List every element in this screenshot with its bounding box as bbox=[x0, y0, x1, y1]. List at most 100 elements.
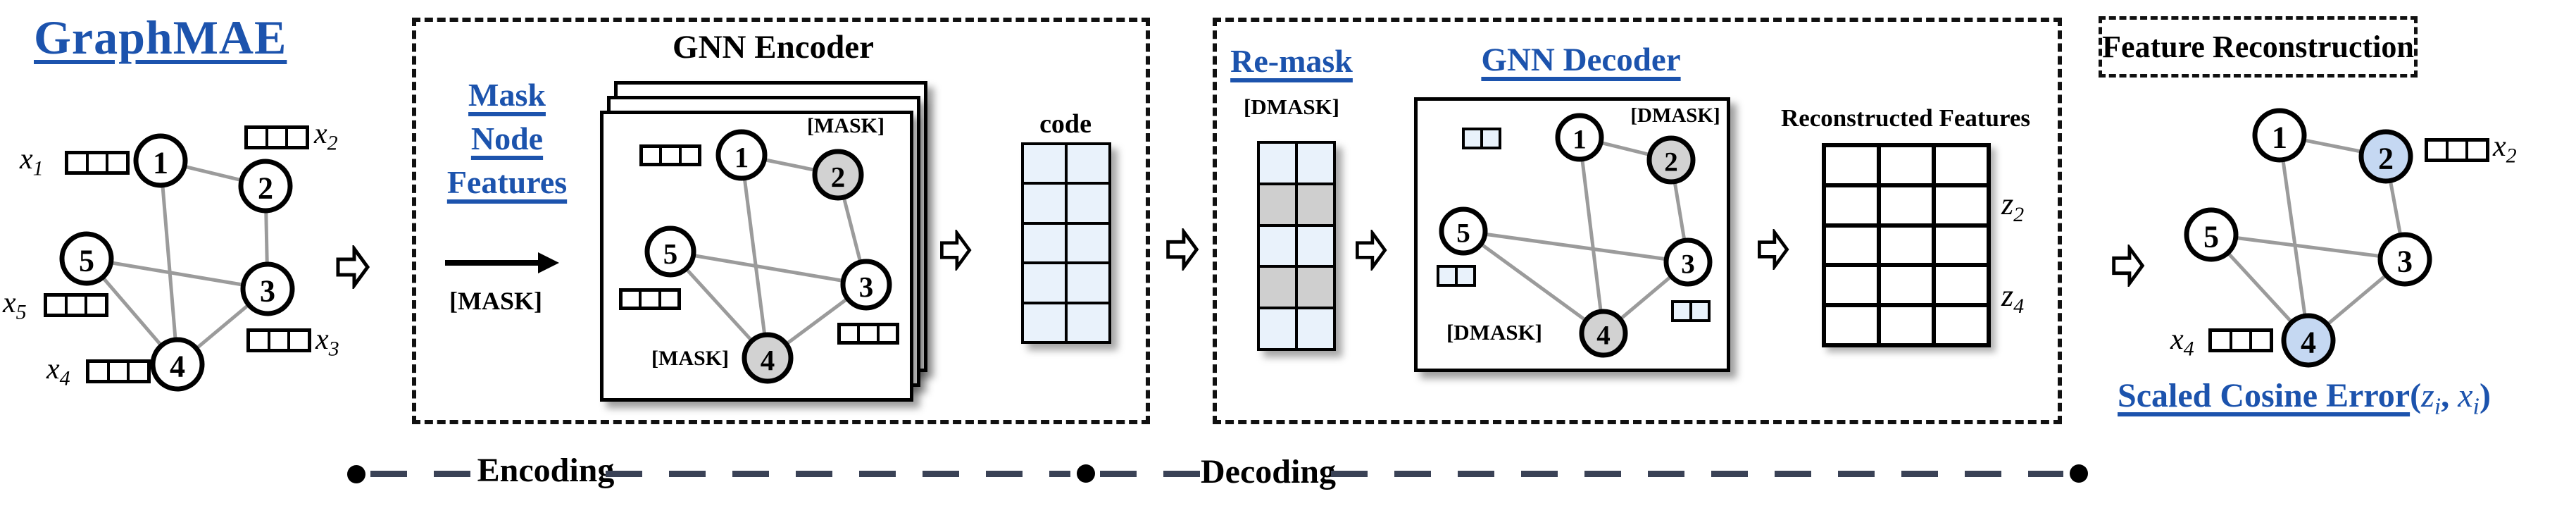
graph-node-label: 2 bbox=[2378, 142, 2394, 176]
encoder-feature-vector-5 bbox=[619, 288, 681, 310]
reconstructed-features-title: Reconstructed Features bbox=[1780, 104, 2031, 132]
remask-matrix bbox=[1257, 141, 1336, 351]
decoding-section-box bbox=[1213, 18, 2062, 424]
graph-node-label: 3 bbox=[2397, 245, 2413, 279]
graph-node-2 bbox=[2358, 129, 2413, 184]
matrix-cell bbox=[1936, 307, 1987, 343]
matrix-cell bbox=[1068, 304, 1108, 341]
matrix-cell bbox=[1936, 227, 1987, 264]
scaled-cosine-error-label: Scaled Cosine Error(zi, xi) bbox=[2118, 377, 2491, 420]
vector-cell bbox=[2449, 142, 2469, 159]
phase-line-segment bbox=[1331, 471, 2063, 477]
graph-node-label: 3 bbox=[1681, 249, 1695, 280]
dmask-token-label-node4: [DMASK] bbox=[1446, 320, 1543, 345]
matrix-cell bbox=[1881, 307, 1932, 343]
graph-edge bbox=[670, 249, 867, 287]
vector-cell bbox=[1439, 268, 1458, 284]
graph-edge bbox=[739, 154, 770, 359]
matrix-cell bbox=[1881, 147, 1932, 183]
graph-node-label: 5 bbox=[663, 237, 678, 270]
graph-node-label: 4 bbox=[1596, 321, 1611, 351]
matrix-cell bbox=[1881, 227, 1932, 264]
graph-node-label: 2 bbox=[831, 161, 846, 193]
matrix-cell bbox=[1068, 264, 1108, 302]
vector-cell bbox=[841, 326, 861, 341]
graph-node-label: 5 bbox=[1456, 218, 1470, 249]
phase-line-segment bbox=[1100, 471, 1206, 477]
vector-cell bbox=[250, 332, 270, 349]
graph-edge bbox=[158, 160, 180, 365]
vector-cell bbox=[47, 297, 68, 314]
vector-cell bbox=[1674, 303, 1692, 319]
matrix-cell bbox=[1298, 185, 1333, 224]
graph-node-3 bbox=[2377, 232, 2432, 287]
vector-cell bbox=[860, 326, 880, 341]
vector-cell bbox=[661, 292, 677, 307]
graph-node-2 bbox=[812, 149, 864, 201]
matrix-cell bbox=[1260, 309, 1295, 348]
feature-reconstruction-box: Feature Reconstruction bbox=[2099, 16, 2418, 78]
mask-token-label: [MASK] bbox=[449, 287, 542, 315]
output-feature-label-x2: x2 bbox=[2493, 130, 2517, 168]
matrix-cell bbox=[1024, 304, 1065, 341]
matrix-cell bbox=[1826, 267, 1877, 304]
decoder-hidden-vector-3 bbox=[1671, 300, 1711, 322]
encoding-section-box bbox=[412, 18, 1150, 424]
remask-title: Re-mask bbox=[1230, 43, 1353, 79]
decoding-phase-label: Decoding bbox=[1201, 453, 1336, 490]
flow-arrow-icon bbox=[336, 245, 370, 289]
graph-node-5 bbox=[1439, 206, 1488, 256]
graph-node-1 bbox=[715, 129, 768, 181]
graph-node-label: 1 bbox=[153, 146, 168, 180]
graph-edge bbox=[1577, 137, 1606, 334]
output-feature-vector-x4 bbox=[2208, 328, 2273, 352]
graph-node-label: 4 bbox=[170, 350, 185, 384]
graph-node-2 bbox=[238, 159, 293, 214]
vector-cell bbox=[68, 297, 88, 314]
gnn-encoder-title: GNN Encoder bbox=[673, 29, 874, 66]
matrix-cell bbox=[1024, 224, 1065, 262]
phase-line-dot bbox=[347, 465, 365, 483]
graph-node-5 bbox=[59, 231, 114, 286]
vector-cell bbox=[68, 154, 89, 171]
vector-cell bbox=[2212, 332, 2232, 349]
vector-cell bbox=[682, 148, 698, 163]
graph-node-4 bbox=[742, 332, 794, 384]
feature-vector-x5 bbox=[44, 293, 108, 317]
matrix-cell bbox=[1936, 147, 1987, 183]
matrix-cell bbox=[1881, 187, 1932, 223]
vector-cell bbox=[1458, 268, 1473, 284]
vector-cell bbox=[1692, 303, 1708, 319]
graph-node-4 bbox=[150, 337, 205, 392]
graph-node-label: 2 bbox=[1664, 147, 1678, 178]
dmask-token-label: [DMASK] bbox=[1243, 94, 1340, 119]
graph-node-3 bbox=[240, 261, 295, 316]
mask-token-label-node2: [MASK] bbox=[807, 114, 884, 137]
matrix-cell bbox=[1298, 309, 1333, 348]
matrix-cell bbox=[1068, 224, 1108, 262]
matrix-cell bbox=[1936, 187, 1987, 223]
output-feature-vector-x2 bbox=[2425, 138, 2489, 162]
reconstructed-features-matrix bbox=[1822, 143, 1991, 347]
matrix-cell bbox=[1298, 268, 1333, 307]
graph-node-label: 3 bbox=[260, 274, 275, 309]
vector-cell bbox=[642, 292, 661, 307]
mask-token-label-node4: [MASK] bbox=[651, 347, 729, 370]
vector-cell bbox=[89, 154, 109, 171]
encoder-feature-vector-1 bbox=[639, 144, 701, 166]
matrix-cell bbox=[1024, 185, 1065, 222]
vector-cell bbox=[880, 326, 896, 341]
decoder-hidden-vector-1 bbox=[1462, 128, 1501, 149]
graph-node-5 bbox=[644, 225, 696, 278]
graph-edge bbox=[2211, 233, 2406, 261]
graph-node-2 bbox=[1646, 135, 1696, 185]
graph-node-label: 1 bbox=[1573, 125, 1587, 155]
vector-cell bbox=[268, 129, 289, 146]
vector-cell bbox=[1465, 130, 1483, 147]
matrix-cell bbox=[1068, 145, 1108, 183]
feature-label-x1: x1 bbox=[20, 143, 44, 180]
graph-node-label: 5 bbox=[2203, 220, 2219, 254]
vector-cell bbox=[270, 332, 291, 349]
